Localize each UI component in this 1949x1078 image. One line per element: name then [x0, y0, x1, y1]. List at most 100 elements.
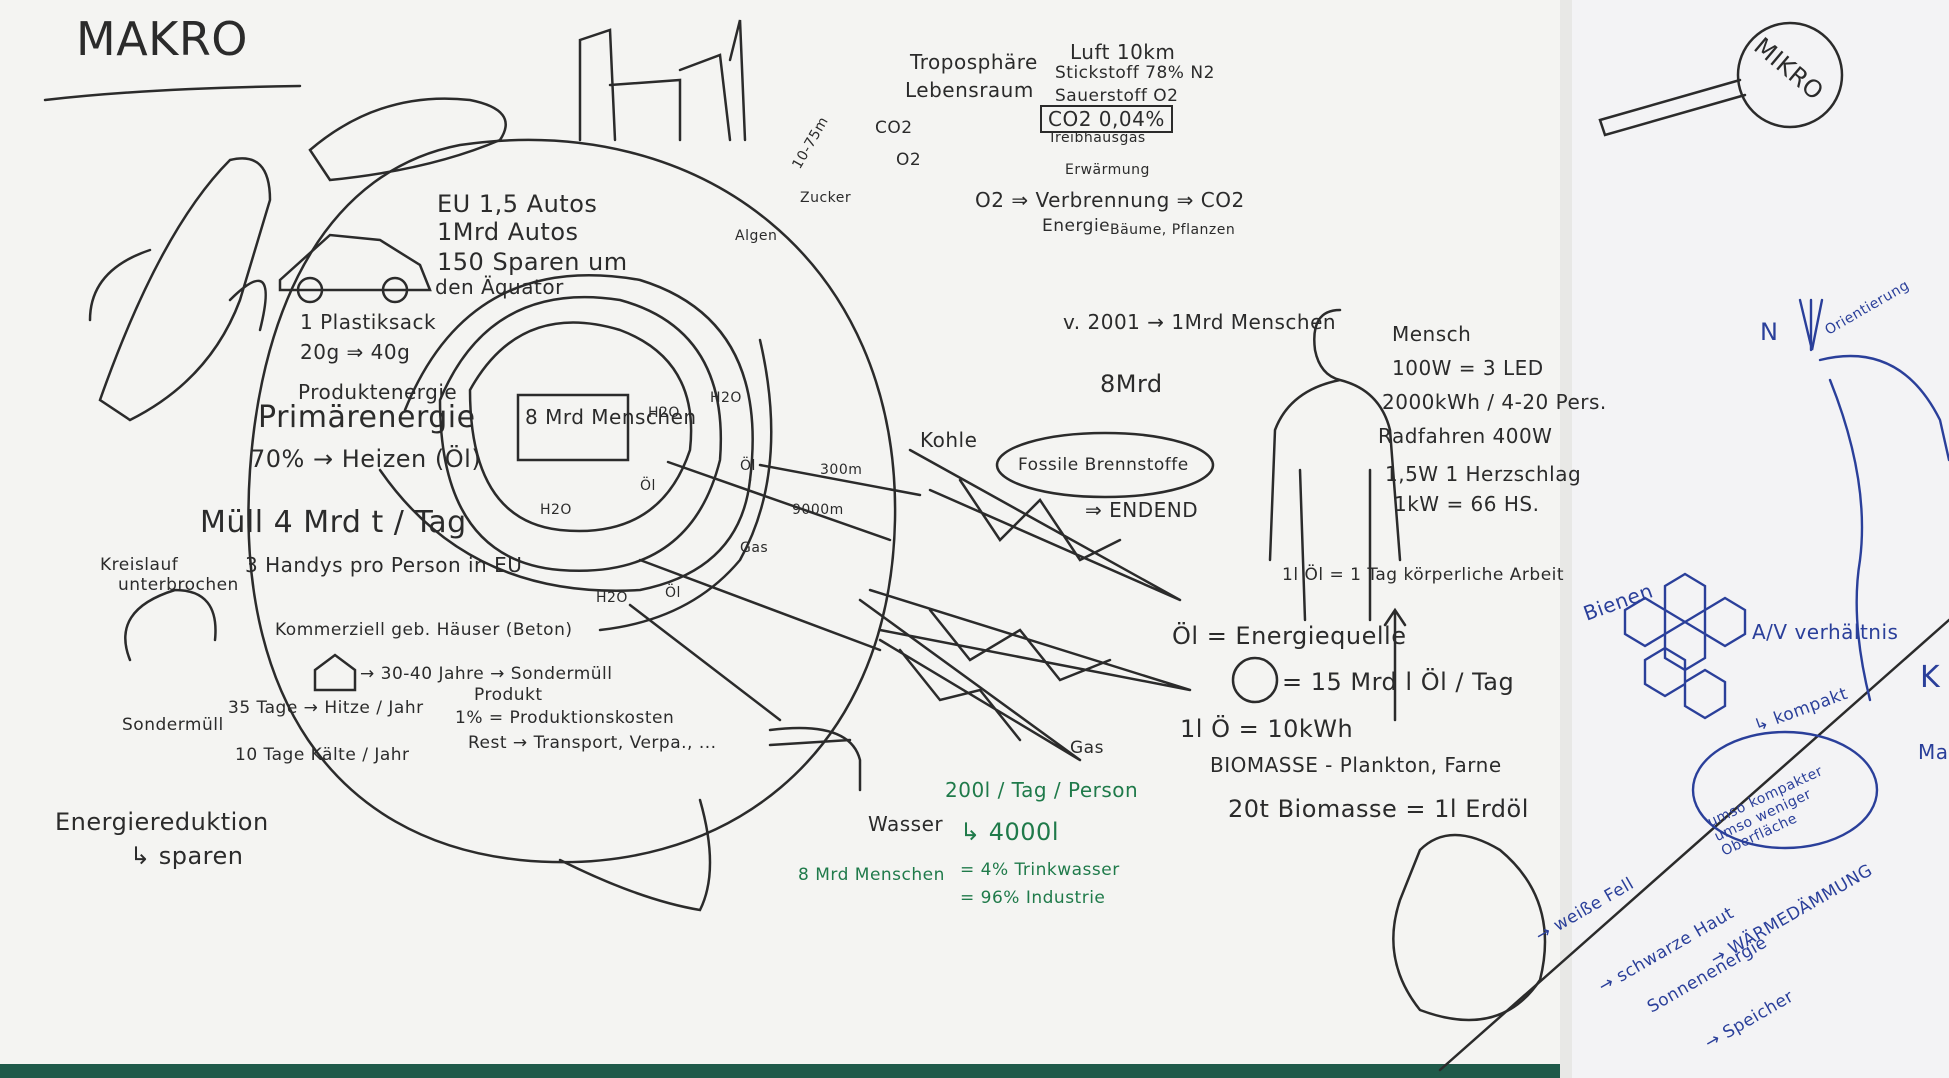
- oel-label-1: Öl: [640, 478, 656, 494]
- o2-label: O2: [896, 150, 922, 170]
- kwh-personen: 2000kWh / 4-20 Pers.: [1382, 390, 1607, 414]
- liter-4000: ↳ 4000l: [960, 818, 1059, 846]
- produkt: Produkt: [474, 685, 543, 705]
- energiereduktion: Energiereduktion: [55, 808, 269, 836]
- fossil-ellipse: [995, 431, 1215, 499]
- north-label: N: [1760, 318, 1779, 346]
- biomasse: BIOMASSE - Plankton, Farne: [1210, 753, 1502, 777]
- verbrennung: O2 ⇒ Verbrennung ⇒ CO2: [975, 188, 1245, 212]
- algen-label: Algen: [735, 228, 778, 244]
- north-arrow: [1798, 298, 1824, 352]
- honeycomb: [1623, 572, 1747, 720]
- industrie: = 96% Industrie: [960, 888, 1106, 908]
- troposphaere: Troposphäre: [910, 50, 1038, 74]
- produktenergie: Produktenergie: [298, 380, 458, 404]
- h2o-label-3: H2O: [596, 590, 628, 606]
- hitze-tage: 35 Tage → Hitze / Jahr: [228, 698, 424, 718]
- oel-energiequelle: Öl = Energiequelle: [1172, 622, 1407, 650]
- inner-ring-2: [438, 295, 723, 572]
- sparen-um: 150 Sparen um: [437, 248, 628, 276]
- treibhausgas: Treibhausgas: [1048, 130, 1146, 146]
- car-wheel-2: [381, 276, 409, 304]
- h2o-label-2: H2O: [540, 502, 572, 518]
- kaelte-tage: 10 Tage Kälte / Jahr: [235, 745, 410, 765]
- energie: Energie: [1042, 216, 1111, 236]
- lebensraum: Lebensraum: [905, 78, 1034, 102]
- oil-pipe-3: [638, 558, 882, 652]
- airplane: [88, 157, 272, 422]
- acht-mrd-menschen: 8 Mrd Menschen: [525, 405, 697, 429]
- stickstoff: Stickstoff 78% N2: [1055, 63, 1215, 83]
- blue-ma: Ma: [1918, 740, 1949, 764]
- endend: ⇒ ENDEND: [1085, 498, 1199, 522]
- co2-label: CO2: [875, 118, 913, 138]
- skyline: [578, 19, 747, 142]
- baeume-pflanzen: Bäume, Pflanzen: [1110, 222, 1236, 238]
- oel-kwh: 1l Ö = 10kWh: [1180, 715, 1354, 743]
- pylon-2: [868, 588, 1192, 692]
- acht-mrd-menschen-gruen: 8 Mrd Menschen: [798, 865, 945, 885]
- plastiksack: 1 Plastiksack: [300, 310, 437, 334]
- oil-pipe-9000m: [666, 460, 892, 542]
- heizen-oel: 70% → Heizen (Öl): [250, 445, 482, 473]
- human-figure: [1268, 308, 1402, 622]
- recycle-arc: [124, 588, 217, 662]
- oil-pipe-300m: [758, 463, 922, 497]
- house-icon: [313, 653, 357, 692]
- aequator: den Äquator: [435, 275, 564, 299]
- h2o-label-1: H2O: [648, 405, 680, 421]
- ship: [308, 97, 507, 182]
- car-wheel-1: [296, 276, 324, 304]
- earth-drop: [558, 798, 712, 912]
- pylon-3: [858, 598, 1082, 762]
- radfahren: Radfahren 400W: [1378, 424, 1553, 448]
- h2o-label-4: H2O: [710, 390, 742, 406]
- depth-300m: 300m: [820, 462, 863, 478]
- kreislauf: Kreislauf: [100, 555, 179, 575]
- sheet-gap: [1560, 0, 1572, 1078]
- inner-ring-5: [598, 338, 773, 632]
- trinkwasser: = 4% Trinkwasser: [960, 860, 1120, 880]
- unterbrochen: unterbrochen: [118, 575, 239, 595]
- rest-transport: Rest → Transport, Verpa., ...: [468, 733, 717, 753]
- zucker-label: Zucker: [800, 190, 852, 206]
- sondermuell: Sondermüll: [122, 715, 224, 735]
- car: [278, 233, 432, 292]
- oel-label-2: Öl: [740, 458, 756, 474]
- jahre-sondermuell: → 30-40 Jahre → Sondermüll: [360, 664, 613, 684]
- watt-led: 100W = 3 LED: [1392, 356, 1544, 380]
- depth-9000m: 9000m: [792, 502, 844, 518]
- poster-sheet-left: [0, 0, 1560, 1064]
- kompakt-ellipse: [1691, 730, 1879, 850]
- acht-mrd: 8Mrd: [1100, 370, 1163, 398]
- eu-autos: EU 1,5 Autos: [437, 190, 598, 218]
- oel-label-3: Öl: [665, 585, 681, 601]
- water-tap: [768, 726, 862, 792]
- polar-bear-sketch: [1818, 354, 1949, 702]
- plastik-gewicht: 20g ⇒ 40g: [300, 340, 411, 364]
- earth-circle: [247, 138, 897, 864]
- biomasse-erdoel: 20t Biomasse = 1l Erdöl: [1228, 795, 1529, 823]
- title-underline: [43, 84, 302, 102]
- inner-ring-1: [468, 321, 693, 533]
- v2001-menschen: v. 2001 → 1Mrd Menschen: [1063, 310, 1337, 334]
- magnifier-lens: [1736, 21, 1844, 129]
- sparen: ↳ sparen: [130, 842, 244, 870]
- pylon-1: [908, 448, 1182, 602]
- magnifier-handle: [1598, 78, 1747, 137]
- gas-label-2: Gas: [1070, 738, 1104, 758]
- arrow-up: [1383, 607, 1407, 722]
- liter-pro-person: 200l / Tag / Person: [945, 778, 1139, 802]
- herzschlag: 1,5W 1 Herzschlag: [1385, 462, 1582, 486]
- handys-eu: 3 Handys pro Person in EU: [245, 553, 523, 577]
- primaerenergie: Primärenergie: [258, 400, 476, 435]
- kommerziell-haeuser: Kommerziell geb. Häuser (Beton): [275, 620, 573, 640]
- long-diagonal: [1438, 618, 1949, 1072]
- mrd-autos: 1Mrd Autos: [437, 218, 579, 246]
- blue-k: K: [1920, 660, 1941, 695]
- luft-10km: Luft 10km: [1070, 40, 1176, 64]
- kohle-label: Kohle: [920, 428, 978, 452]
- oil-pipe-4: [628, 603, 782, 722]
- produktionskosten: 1% = Produktionskosten: [455, 708, 675, 728]
